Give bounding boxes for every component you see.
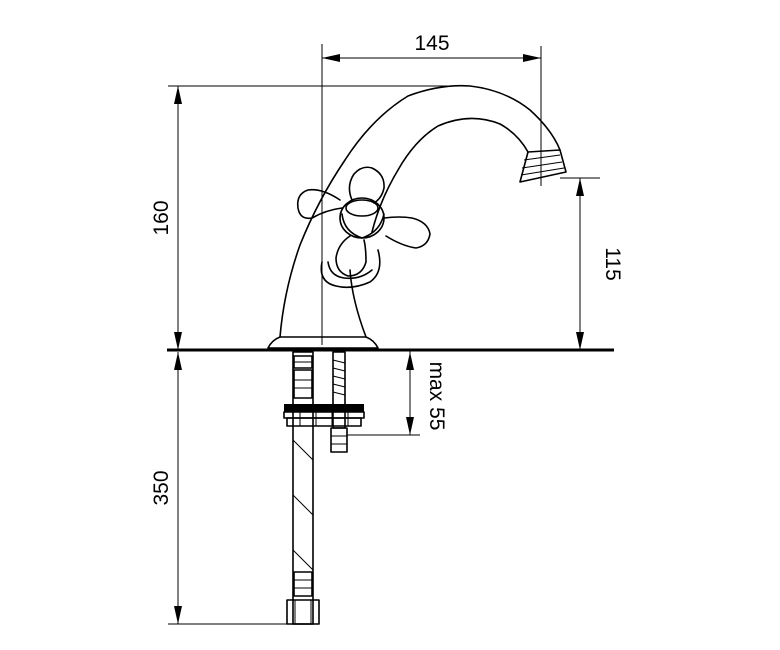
dimension-350: 350 (150, 352, 300, 625)
dimension-115: 115 (560, 177, 624, 350)
supply-hose (286, 351, 320, 625)
faucet-body (267, 84, 567, 349)
dimension-max-55: max 55 (347, 350, 448, 436)
dimension-115-label: 115 (601, 247, 624, 280)
spout-outlet (519, 149, 567, 183)
dimension-145: 145 (322, 32, 542, 186)
cross-handle (296, 166, 431, 277)
dimension-160-label: 160 (150, 200, 173, 235)
dimension-350-label: 350 (150, 470, 173, 505)
dimension-145-label: 145 (414, 32, 449, 55)
mounting-stud (283, 351, 365, 453)
dimension-160: 160 (150, 85, 470, 350)
dimension-max-55-label: max 55 (425, 362, 448, 431)
